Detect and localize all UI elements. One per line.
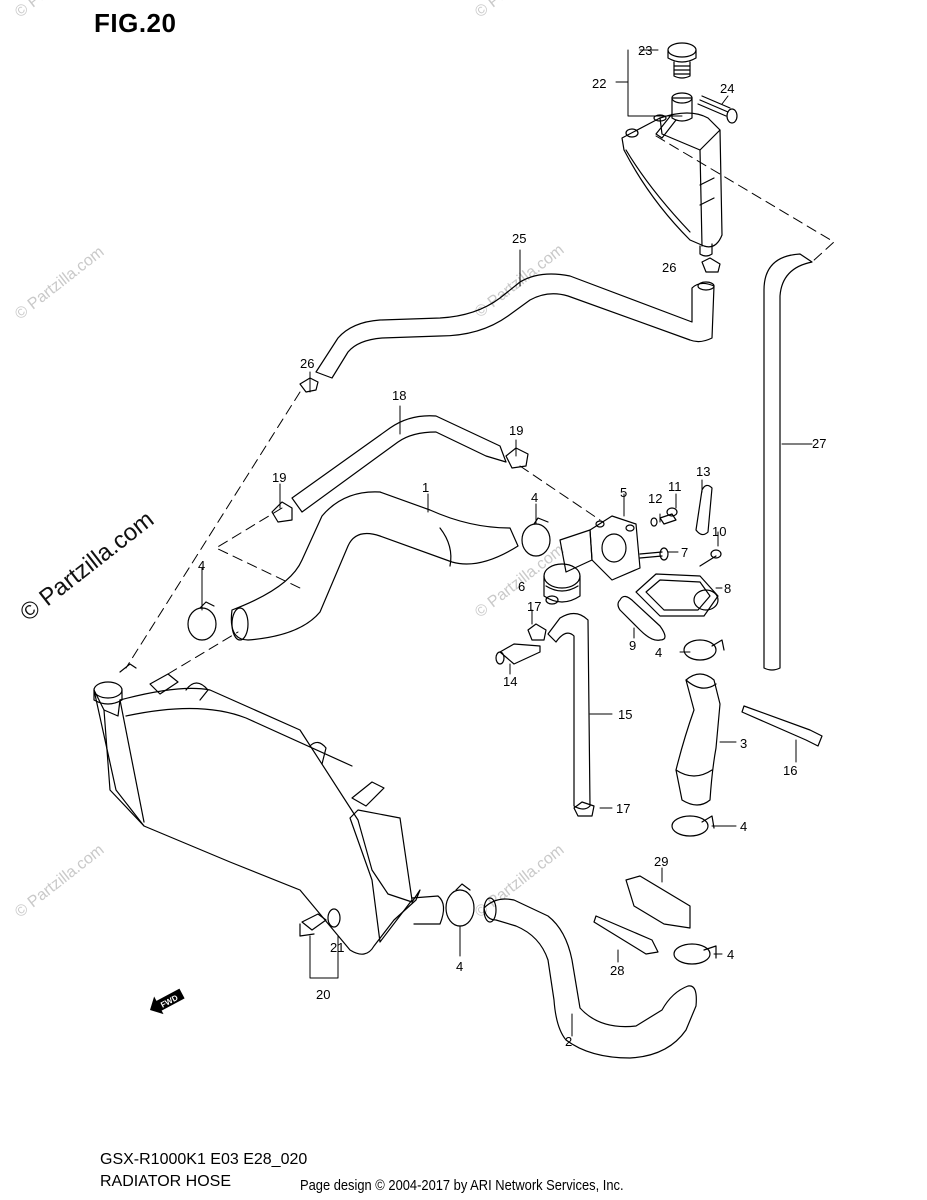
callout-numbers: 1 2 3 4 4 4 4 4 4 5 6 7 8 9 10 11 12 13 … — [198, 43, 826, 1049]
callout-4: 4 — [531, 490, 538, 505]
callout-3: 3 — [740, 736, 747, 751]
callout-4: 4 — [456, 959, 463, 974]
overflow-hose — [763, 253, 813, 671]
callout-1: 1 — [422, 480, 429, 495]
watermark-text: © Partzilla.com — [12, 0, 107, 21]
callout-11: 11 — [668, 479, 682, 494]
callout-17: 17 — [616, 801, 630, 816]
bypass-hose-lower — [547, 612, 591, 810]
housing-bolt — [639, 507, 722, 567]
thermostat-cover — [635, 573, 719, 617]
thermostat-housing — [559, 515, 641, 581]
assembly-dashed-lines — [125, 135, 835, 675]
callout-12: 12 — [648, 491, 662, 506]
callout-5: 5 — [620, 485, 627, 500]
callout-25: 25 — [512, 231, 526, 246]
callout-10: 10 — [712, 524, 726, 539]
section-name: RADIATOR HOSE — [100, 1173, 231, 1190]
callout-26: 26 — [662, 260, 676, 275]
reservoir-hose — [315, 273, 715, 379]
watermark-text: © Partzilla.com — [472, 841, 567, 921]
callout-leaders — [201, 49, 813, 1037]
watermark-text: © Partzilla.com — [12, 841, 107, 921]
radiator — [93, 663, 445, 955]
cable-strap — [593, 915, 659, 955]
hose-clip — [299, 257, 721, 393]
watermark-text-large: © Partzilla.com — [15, 506, 159, 627]
callout-27: 27 — [812, 436, 826, 451]
watermark-text: © Partzilla.com — [472, 0, 567, 21]
fwd-arrow-badge: FWD — [150, 988, 185, 1015]
radiator-inlet-hose — [230, 491, 519, 641]
radiator-outlet-hose — [675, 673, 721, 806]
model-code: GSX-R1000K1 E03 E28_020 — [100, 1151, 308, 1168]
hose-clip-small — [527, 623, 595, 817]
hose-bracket — [625, 875, 691, 929]
figure-title: FIG.20 — [94, 8, 177, 38]
callout-24: 24 — [720, 81, 734, 96]
hose-clip-bracket — [695, 484, 713, 536]
callout-16: 16 — [783, 763, 797, 778]
reservoir-hose-end — [697, 281, 715, 291]
callout-14: 14 — [503, 674, 517, 689]
drain-bolt — [299, 908, 341, 937]
callout-13: 13 — [696, 464, 710, 479]
thermostat — [543, 563, 581, 605]
reservoir-tank — [621, 92, 723, 257]
callout-28: 28 — [610, 963, 624, 978]
callout-4: 4 — [727, 947, 734, 962]
watermark-layer: © Partzilla.com © Partzilla.com © Partzi… — [12, 0, 567, 921]
callout-15: 15 — [618, 707, 632, 722]
callout-4: 4 — [198, 558, 205, 573]
callout-2: 2 — [565, 1034, 572, 1049]
callout-29: 29 — [654, 854, 668, 869]
callout-4: 4 — [740, 819, 747, 834]
callout-19: 19 — [272, 470, 286, 485]
cable-tie — [741, 705, 823, 747]
callout-22: 22 — [592, 76, 606, 91]
callout-23: 23 — [638, 43, 652, 58]
callout-9: 9 — [629, 638, 636, 653]
callout-26: 26 — [300, 356, 314, 371]
o-ring — [617, 595, 666, 641]
callout-17: 17 — [527, 599, 541, 614]
watermark-text: © Partzilla.com — [12, 243, 107, 323]
callout-4: 4 — [655, 645, 662, 660]
callout-8: 8 — [724, 581, 731, 596]
callout-19: 19 — [509, 423, 523, 438]
reservoir-bolt — [697, 95, 738, 124]
callout-6: 6 — [518, 579, 525, 594]
callout-20: 20 — [316, 987, 330, 1002]
hose-union — [495, 643, 541, 665]
radiator-lower-hose — [483, 898, 697, 1059]
reservoir-cap — [667, 42, 697, 79]
callout-7: 7 — [681, 545, 688, 560]
callout-21: 21 — [330, 940, 344, 955]
copyright-credit: Page design © 2004-2017 by ARI Network S… — [300, 1177, 624, 1194]
bypass-hose — [291, 415, 507, 513]
callout-18: 18 — [392, 388, 406, 403]
